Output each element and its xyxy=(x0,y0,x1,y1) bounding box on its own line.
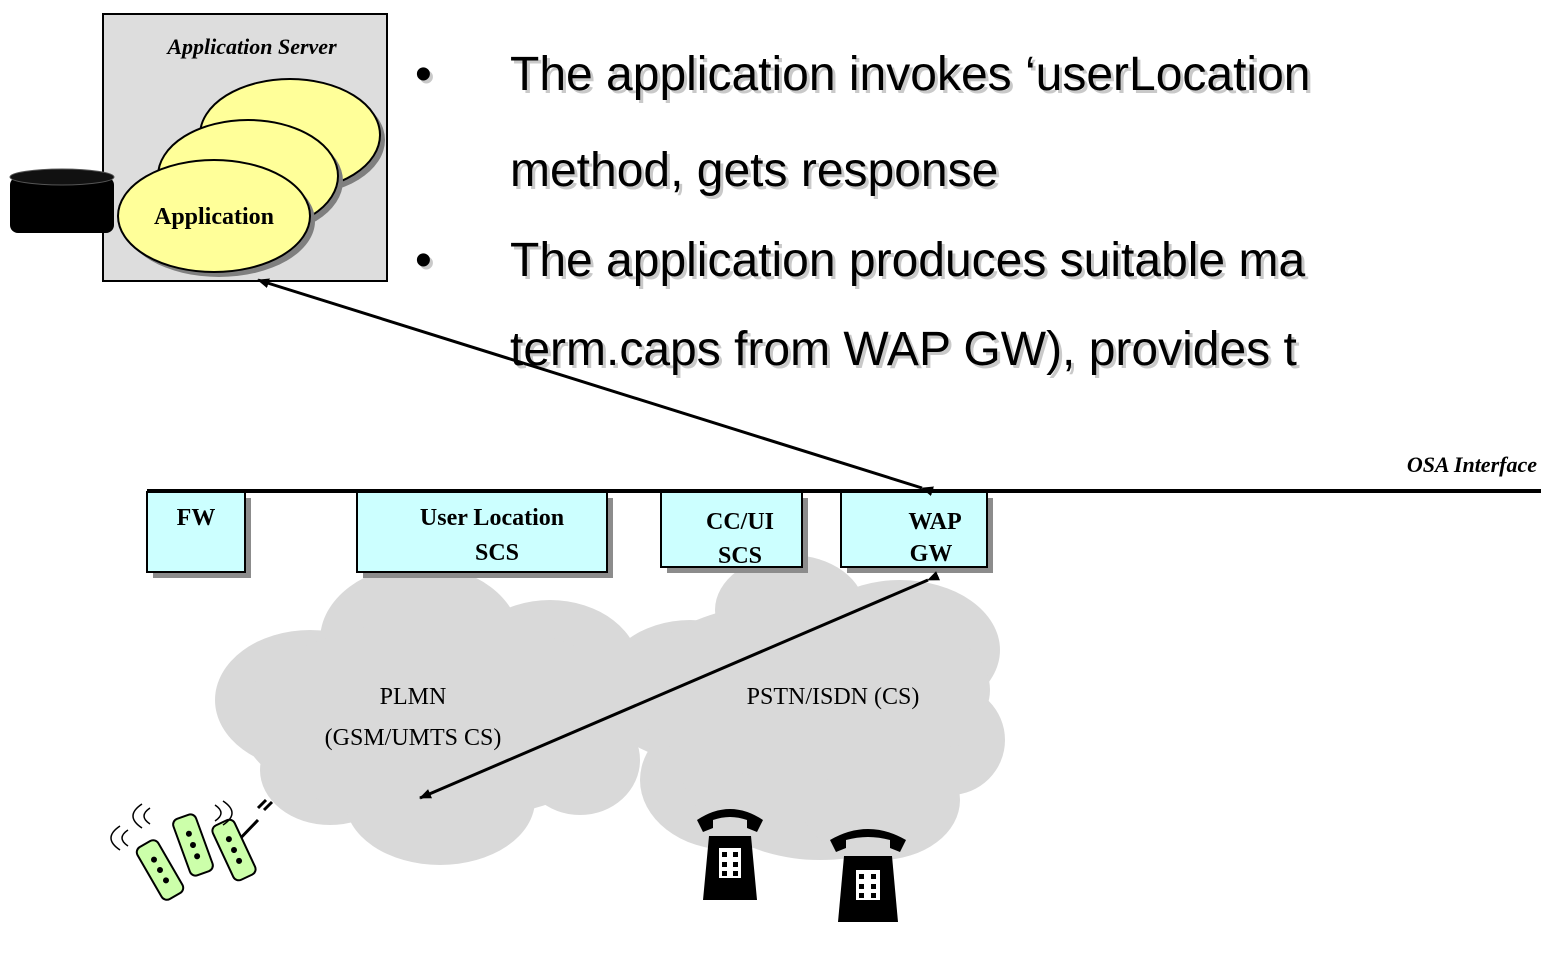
svg-text:The application invokes ‘userL: The application invokes ‘userLocation xyxy=(513,51,1313,104)
application-server: Application Server Application xyxy=(102,13,388,282)
scs-box-fw: FW xyxy=(146,491,251,578)
scs-box-user-location: User Location SCS xyxy=(356,491,613,578)
user-location-scs-label: SCS xyxy=(475,540,519,566)
pstn-label: PSTN/ISDN (CS) xyxy=(747,684,920,710)
database-icon xyxy=(9,168,115,233)
wap-label: WAP xyxy=(908,509,961,535)
user-location-label: User Location xyxy=(420,505,564,531)
arrow-wap-to-plmn xyxy=(419,571,941,800)
plmn-label-2: (GSM/UMTS CS) xyxy=(325,725,502,751)
arrow-wap-to-application xyxy=(257,278,934,497)
telephone-icon xyxy=(830,829,906,922)
svg-text:•: • xyxy=(418,51,435,104)
plmn-label-1: PLMN xyxy=(380,684,447,710)
svg-text:method, gets response: method, gets response xyxy=(513,147,1001,200)
scs-box-wap-gw: WAP GW xyxy=(840,491,993,573)
bullet-list: • • • • The application invokes ‘userLoc… xyxy=(415,48,1313,379)
application-ellipse-front xyxy=(117,159,311,273)
bullet-dot-2: • xyxy=(415,234,432,287)
cc-ui-label: CC/UI xyxy=(706,509,774,535)
bullet-2-line-1: The application produces suitable ma xyxy=(510,234,1305,287)
mobile-phones-icon xyxy=(110,800,257,901)
application-server-title: Application Server xyxy=(165,34,337,59)
application-label: Application xyxy=(154,204,274,230)
bullet-2-line-2: term.caps from WAP GW), provides t xyxy=(510,323,1297,376)
bullet-1-line-1: The application invokes ‘userLocation xyxy=(510,48,1310,101)
cloud-plmn xyxy=(215,565,640,865)
gw-label: GW xyxy=(910,541,953,567)
bullet-1-line-2: method, gets response xyxy=(510,144,998,197)
telephone-icon xyxy=(697,809,763,900)
svg-text:•: • xyxy=(418,237,435,290)
scs-box-cc-ui: CC/UI SCS xyxy=(660,491,808,573)
osa-interface-label: OSA Interface xyxy=(1407,452,1537,477)
bullet-dot-1: • xyxy=(415,48,432,101)
fw-label: FW xyxy=(177,505,216,531)
cc-ui-scs-label: SCS xyxy=(718,543,762,569)
